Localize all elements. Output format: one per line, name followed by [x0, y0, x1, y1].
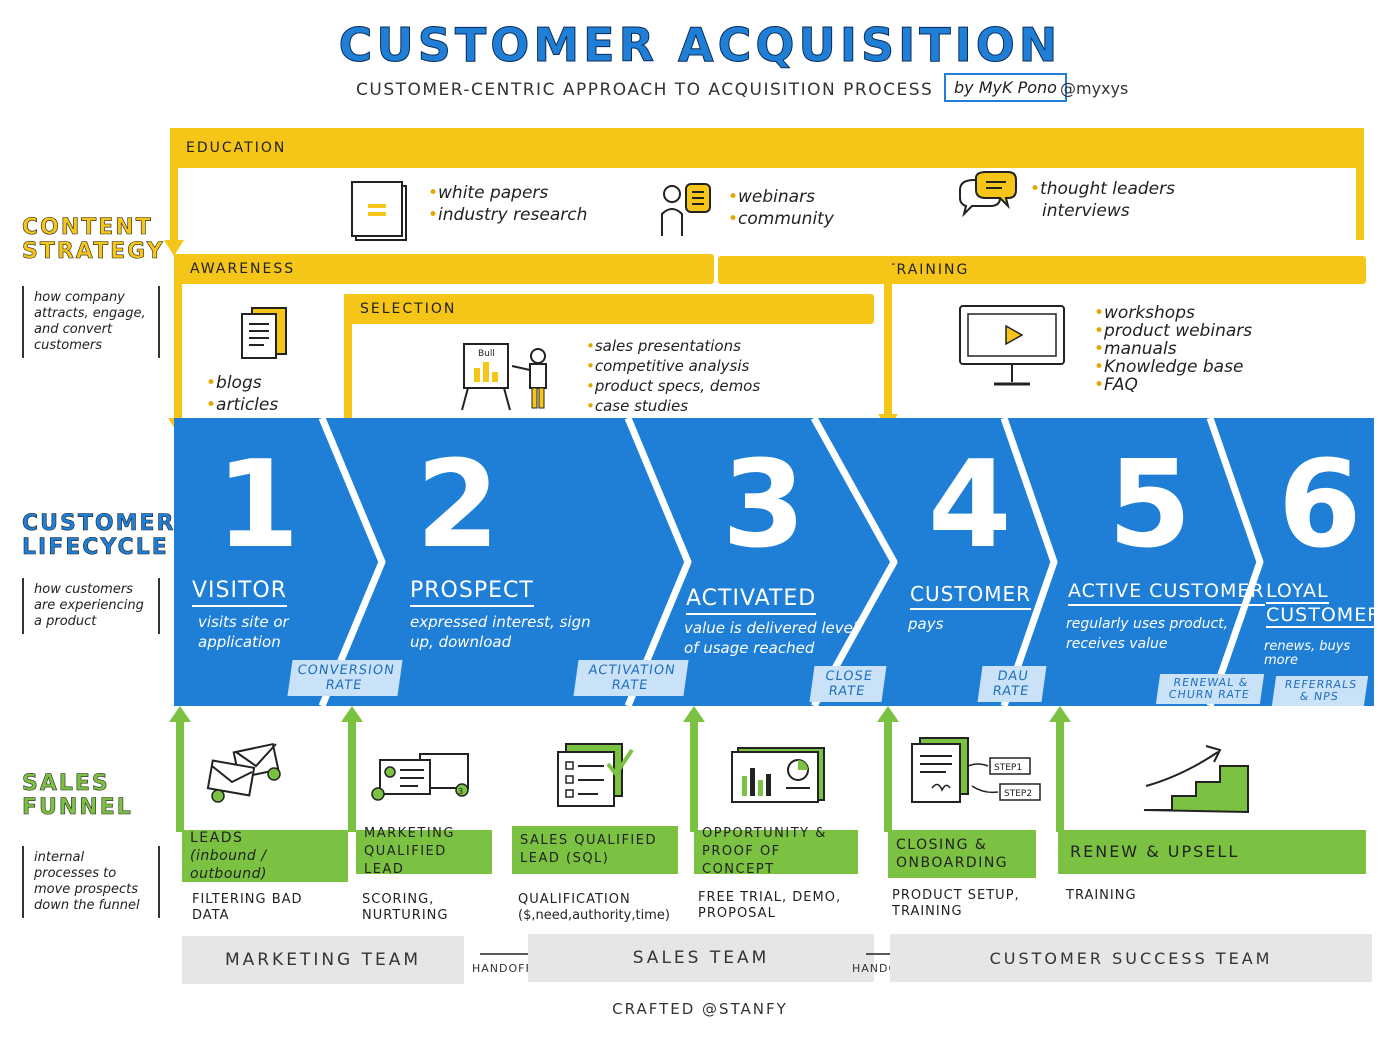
funnel-stage-renew-upsell: RENEW & UPSELL [1058, 830, 1366, 874]
conversion-rate-tag: CONVERSION RATE [287, 660, 403, 696]
customer-success-team-bar: CUSTOMER SUCCESS TEAM [890, 934, 1372, 982]
process-opportunity: FREE TRIAL, DEMO, PROPOSAL [698, 890, 842, 921]
stage-4-desc: pays [908, 615, 944, 633]
video-monitor-icon [959, 305, 1065, 386]
funnel-arrow-2 [341, 706, 363, 722]
chevron-divider-1 [318, 416, 386, 708]
stage-3-name: ACTIVATED [686, 586, 817, 615]
funnel-stage-mql: MARKETING QUALIFIED LEAD [356, 826, 492, 877]
funnel-arrow-4 [877, 706, 899, 722]
lead-cards-icon: 3 [371, 753, 469, 801]
process-closing: PRODUCT SETUP, TRAINING [892, 888, 1020, 919]
speaker-presenting-icon [661, 183, 711, 236]
process-sql: QUALIFICATION ($,need,authority,time) [518, 892, 670, 923]
funnel-stage-leads: LEADS (inbound / outbound) [182, 830, 348, 882]
funnel-arrow-3 [683, 706, 705, 722]
stage-6-name: LOYAL CUSTOMER [1266, 580, 1382, 628]
footer-credit: CRAFTED @STANFY [612, 1000, 788, 1018]
chevron-divider-2 [624, 416, 692, 708]
stage-2-desc: expressed interest, sign up, download [410, 613, 591, 651]
training-list: workshops product webinars manuals Knowl… [1094, 304, 1252, 394]
step2-label: STEP2 [1004, 789, 1032, 799]
education-bar: EDUCATION [170, 128, 1364, 168]
process-mql: SCORING, NURTURING [362, 892, 449, 923]
awareness-list: blogs articles [206, 372, 278, 416]
process-leads: FILTERING BAD DATA [192, 892, 303, 923]
presentation-board-icon: Bull [461, 343, 547, 411]
awareness-connector [174, 254, 182, 422]
funnel-connector-2 [348, 720, 356, 832]
education-right-edge [1356, 128, 1364, 240]
marketing-team-bar: MARKETING TEAM [182, 936, 464, 984]
education-connector [170, 128, 178, 244]
stage-5-number: 5 [1108, 436, 1192, 575]
content-strategy-title: CONTENT STRATEGY [22, 215, 165, 264]
education-list-2: webinars community [728, 186, 834, 230]
funnel-connector-5 [1056, 720, 1064, 832]
renewal-churn-rate-tag: RENEWAL & CHURN RATE [1155, 674, 1265, 704]
education-list-1: white papers industry research [428, 182, 587, 226]
sales-team-bar: SALES TEAM [528, 934, 874, 982]
handoff-label-1: HANDOFF [472, 962, 533, 975]
dashboard-chart-icon [731, 747, 825, 803]
training-connector [884, 256, 892, 422]
lifecycle-band [174, 416, 1374, 708]
awareness-bar: AWARENESS [174, 254, 714, 284]
stage-3-number: 3 [722, 436, 806, 575]
sales-funnel-title: SALES FUNNEL [22, 771, 133, 820]
training-bar: TRAINING [718, 256, 1366, 284]
funnel-stage-closing: CLOSING & ONBOARDING [888, 830, 1036, 878]
stage-4-number: 4 [928, 436, 1012, 575]
dau-rate-tag: DAU RATE [977, 666, 1047, 702]
chevron-divider-3 [810, 416, 898, 708]
stage-5-desc: regularly uses product, receives value [1066, 616, 1229, 652]
checklist-icon [557, 743, 634, 807]
onboarding-steps-icon: STEP1 STEP2 [911, 737, 1041, 803]
close-rate-tag: CLOSE RATE [809, 666, 887, 702]
selection-connector [344, 294, 352, 422]
education-list-3: thought leaders interviews [1030, 178, 1175, 222]
funnel-arrow-1 [169, 706, 191, 722]
content-strategy-desc: how company attracts, engage, and conver… [22, 286, 160, 358]
selection-list: sales presentations competitive analysis… [586, 336, 760, 416]
referrals-nps-tag: REFERRALS & NPS [1271, 676, 1369, 706]
stage-2-number: 2 [416, 436, 500, 575]
process-renew: TRAINING [1066, 888, 1137, 903]
growth-stairs-icon [1143, 745, 1249, 814]
envelopes-icon [206, 742, 281, 803]
author-handle: @myxys [1060, 79, 1129, 98]
funnel-connector-1 [176, 720, 184, 832]
chevron-divider-4 [1000, 416, 1058, 708]
stage-1-number: 1 [216, 436, 300, 575]
lead-score-badge: 3 [458, 787, 463, 796]
step1-label: STEP1 [994, 763, 1022, 773]
document-stack-icon [351, 181, 407, 241]
stage-6-desc: renews, buys more [1264, 639, 1351, 668]
stage-5-name: ACTIVE CUSTOMER [1068, 580, 1265, 606]
stage-2-name: PROSPECT [410, 578, 534, 607]
funnel-arrow-5 [1049, 706, 1071, 722]
author-box: by MyK Pono [944, 73, 1067, 102]
stage-4-name: CUSTOMER [910, 582, 1032, 610]
sales-funnel-desc: internal processes to move prospects dow… [22, 846, 160, 918]
stage-3-desc: value is delivered level of usage reache… [684, 619, 858, 657]
stage-1-name: VISITOR [192, 578, 288, 607]
page-subtitle: CUSTOMER-CENTRIC APPROACH TO ACQUISITION… [356, 80, 934, 100]
page-title: CUSTOMER ACQUISITION [338, 18, 1062, 73]
education-arrow [164, 240, 184, 256]
chat-bubbles-icon [959, 171, 1017, 218]
stage-6-number: 6 [1278, 436, 1362, 575]
funnel-stage-opportunity: OPPORTUNITY & PROOF OF CONCEPT [694, 826, 858, 877]
funnel-connector-4 [884, 720, 892, 832]
stage-1-desc: visits site or application [198, 613, 289, 651]
customer-lifecycle-title: CUSTOMER LIFECYCLE [22, 511, 176, 560]
funnel-stage-sql: SALES QUALIFIED LEAD (SQL) [512, 826, 678, 874]
article-pages-icon [241, 307, 287, 359]
presentation-board-text: Bull [478, 349, 495, 359]
selection-bar: SELECTION [344, 294, 874, 324]
activation-rate-tag: ACTIVATION RATE [573, 660, 689, 696]
funnel-connector-3 [690, 720, 698, 832]
customer-lifecycle-desc: how customers are experiencing a product [22, 578, 160, 634]
chevron-divider-5 [1206, 416, 1264, 708]
